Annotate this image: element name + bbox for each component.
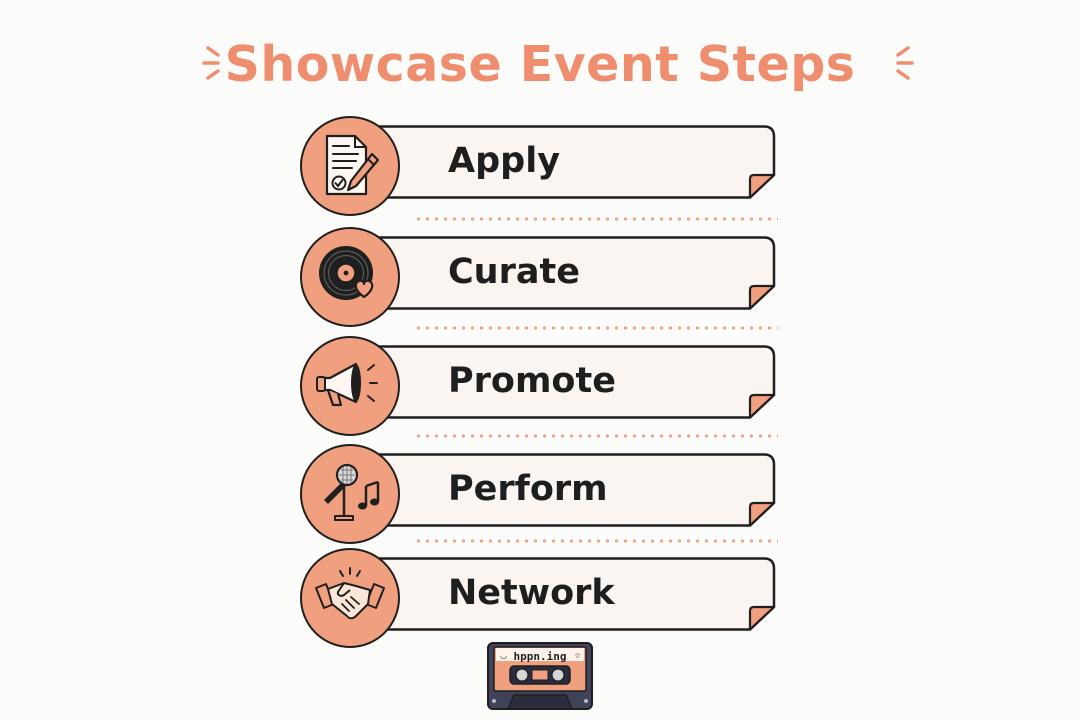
step-perform: Perform: [298, 436, 782, 544]
step-icon-circle: [300, 116, 400, 216]
step-label: Perform: [448, 469, 608, 509]
step-promote: Promote: [298, 328, 782, 436]
sparkle-lines-right-icon: [896, 46, 914, 80]
step-network: Network: [298, 540, 782, 648]
step-icon-circle: [300, 336, 400, 436]
dotted-divider: [414, 434, 778, 438]
step-banner: [378, 453, 776, 527]
step-icon-circle: [300, 444, 400, 544]
step-label: Curate: [448, 252, 580, 292]
cassette-tape-icon: ◡ ☆: [487, 642, 593, 710]
application-form-pencil-icon: [325, 134, 380, 196]
page-title: Showcase Event Steps: [224, 36, 856, 93]
handshake-icon: [315, 567, 385, 620]
step-label: Network: [448, 573, 615, 613]
vinyl-record-heart-icon: [319, 246, 374, 300]
step-label: Promote: [448, 361, 616, 401]
brand-logo-text: hppn.ing: [513, 650, 567, 663]
step-banner: [378, 236, 776, 310]
step-banner: [378, 345, 776, 419]
step-banner: [378, 125, 776, 199]
step-label: Apply: [448, 141, 561, 181]
microphone-music-note-icon: [324, 463, 380, 521]
dotted-divider: [414, 326, 778, 330]
step-icon-circle: [300, 227, 400, 327]
svg-text:◡: ◡: [500, 651, 507, 660]
step-curate: Curate: [298, 219, 782, 327]
brand-logo: ◡ ☆ hppn.ing: [486, 641, 594, 711]
sparkle-lines-left-icon: [202, 46, 220, 80]
dotted-divider: [414, 217, 778, 221]
step-banner: [378, 557, 776, 631]
step-apply: Apply: [298, 108, 782, 216]
megaphone-icon: [316, 362, 378, 407]
dotted-divider: [414, 539, 778, 543]
step-icon-circle: [300, 548, 400, 648]
title-area: Showcase Event Steps: [0, 30, 1080, 100]
svg-text:☆: ☆: [574, 651, 581, 660]
